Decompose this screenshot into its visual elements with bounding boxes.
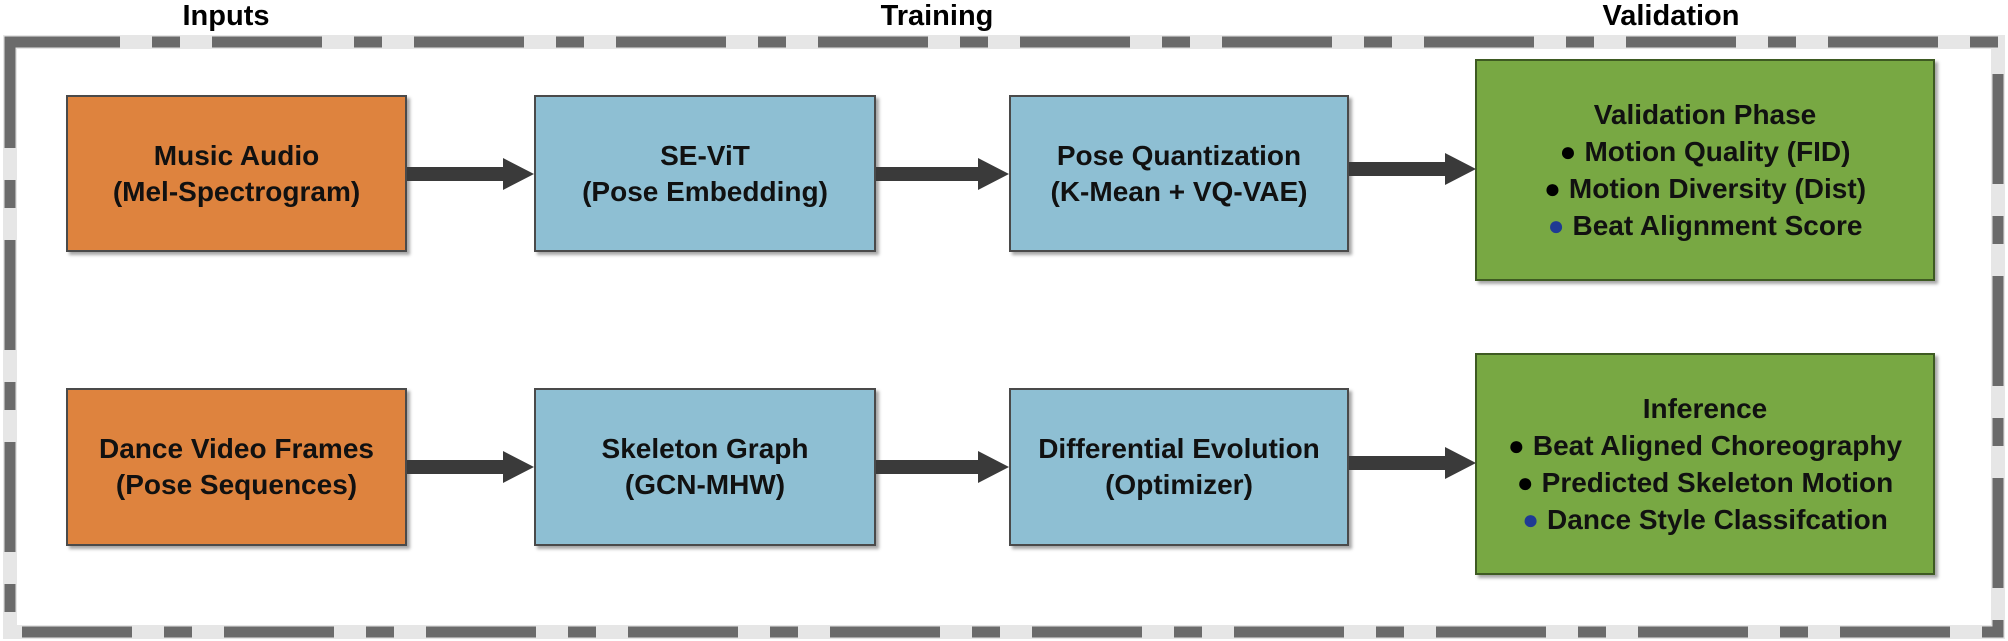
validation-phase-box: Validation Phase ●Motion Quality (FID) ●…: [1475, 59, 1935, 281]
pose-quantization-box: Pose Quantization (K-Mean + VQ-VAE): [1009, 95, 1349, 252]
validation-item-text: Motion Diversity (Dist): [1568, 173, 1867, 204]
differential-evolution-label: Differential Evolution: [1038, 433, 1320, 464]
inference-item-text: Dance Style Classifcation: [1547, 504, 1888, 535]
validation-item-text: Beat Alignment Score: [1572, 210, 1863, 241]
inference-item: ●Predicted Skeleton Motion: [1517, 464, 1894, 501]
validation-item: ●Motion Diversity (Dist): [1544, 170, 1866, 207]
validation-item: ●Motion Quality (FID): [1560, 133, 1851, 170]
right-arrow-icon: [407, 451, 534, 483]
validation-item: ●Beat Alignment Score: [1548, 207, 1863, 244]
header-inputs: Inputs: [182, 0, 270, 32]
header-training: Training: [880, 0, 994, 32]
bullet-icon: ●: [1543, 173, 1561, 204]
right-arrow-icon: [1349, 153, 1476, 185]
pose-quantization-sublabel: (K-Mean + VQ-VAE): [1050, 175, 1308, 207]
bullet-icon: ●: [1522, 504, 1540, 535]
music-audio-box: Music Audio (Mel-Spectrogram): [66, 95, 407, 252]
bullet-icon: ●: [1559, 136, 1577, 167]
inference-item: ●Beat Aligned Choreography: [1508, 427, 1902, 464]
bullet-icon: ●: [1516, 467, 1534, 498]
skeleton-graph-sublabel: (GCN-MHW): [624, 469, 786, 500]
se-vit-label: SE-ViT: [660, 139, 750, 171]
inference-box: Inference ●Beat Aligned Choreography ●Pr…: [1475, 353, 1935, 575]
differential-evolution-box: Differential Evolution (Optimizer): [1009, 388, 1349, 546]
validation-phase-title: Validation Phase: [1593, 99, 1817, 130]
inference-item-text: Predicted Skeleton Motion: [1541, 467, 1894, 498]
pose-quantization-label: Pose Quantization: [1056, 139, 1302, 171]
right-arrow-icon: [1349, 447, 1476, 479]
se-vit-sublabel: (Pose Embedding): [582, 175, 828, 207]
bullet-icon: ●: [1547, 210, 1565, 241]
skeleton-graph-box: Skeleton Graph (GCN-MHW): [534, 388, 876, 546]
differential-evolution-sublabel: (Optimizer): [1105, 469, 1253, 500]
right-arrow-icon: [876, 451, 1009, 483]
validation-item-text: Motion Quality (FID): [1584, 136, 1851, 167]
dance-video-frames-sublabel: (Pose Sequences): [115, 469, 358, 500]
skeleton-graph-label: Skeleton Graph: [601, 433, 809, 464]
dance-video-frames-label: Dance Video Frames: [99, 433, 374, 464]
dance-video-frames-box: Dance Video Frames (Pose Sequences): [66, 388, 407, 546]
right-arrow-icon: [407, 158, 534, 190]
inference-item-text: Beat Aligned Choreography: [1532, 430, 1903, 461]
header-validation: Validation: [1602, 0, 1740, 32]
music-audio-label: Music Audio: [153, 139, 320, 171]
bullet-icon: ●: [1507, 430, 1525, 461]
se-vit-box: SE-ViT (Pose Embedding): [534, 95, 876, 252]
inference-item: ●Dance Style Classifcation: [1522, 501, 1888, 538]
music-audio-sublabel: (Mel-Spectrogram): [112, 175, 361, 207]
right-arrow-icon: [876, 158, 1009, 190]
inference-title: Inference: [1642, 393, 1768, 424]
